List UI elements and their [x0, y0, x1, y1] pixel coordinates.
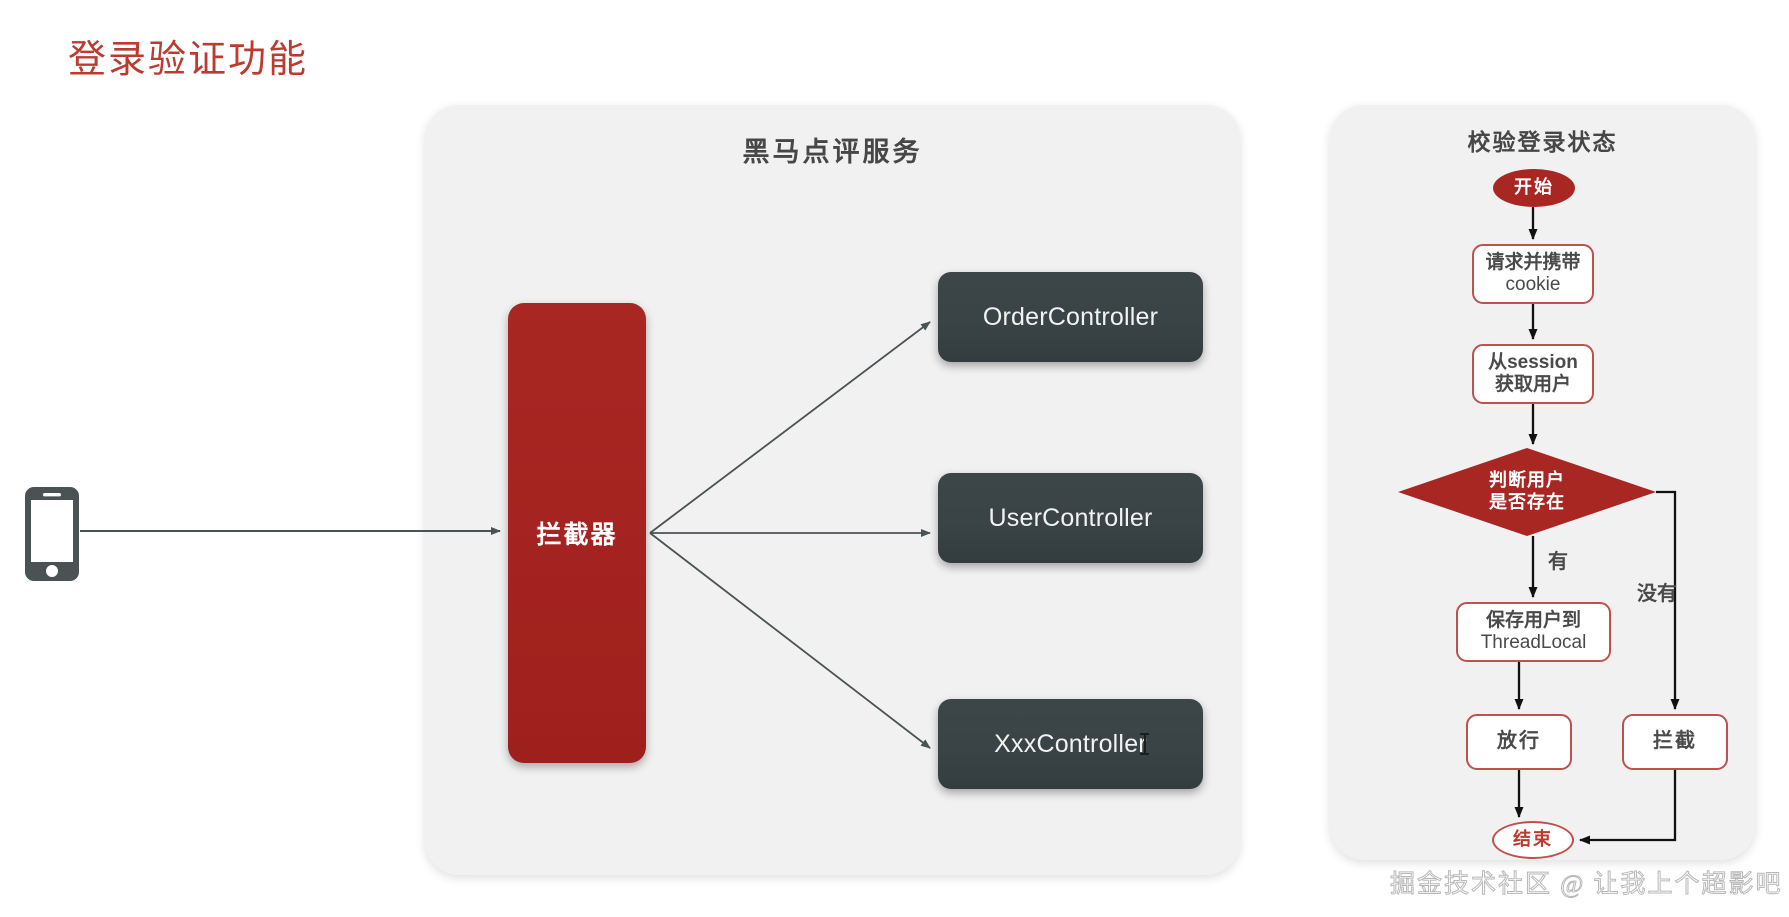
flow-node-request-line1: 请求并携带 [1485, 251, 1581, 273]
flow-node-save-line2: ThreadLocal [1480, 632, 1587, 653]
flow-node-end: 结束 [1492, 821, 1574, 859]
flow-node-pass-label: 放行 [1497, 730, 1541, 753]
flow-node-save: 保存用户到 ThreadLocal [1456, 602, 1611, 662]
flow-node-decision: 判断用户 是否存在 [1398, 448, 1656, 536]
flow-node-session-line2: 获取用户 [1494, 374, 1571, 395]
flow-panel-title: 校验登录状态 [1467, 129, 1618, 155]
flow-node-decision-line2: 是否存在 [1489, 492, 1565, 512]
flow-node-block: 拦截 [1622, 714, 1728, 770]
flow-node-end-label: 结束 [1513, 829, 1553, 850]
xxx-controller-text: XxxController [994, 729, 1147, 758]
flow-branch-label-no: 没有 [1637, 583, 1677, 605]
interceptor-label: 拦截器 [536, 521, 618, 549]
flow-node-session: 从session 获取用户 [1472, 344, 1594, 404]
order-controller-label: OrderController [982, 302, 1159, 331]
user-controller-label: UserController [988, 503, 1153, 532]
flow-node-start: 开始 [1493, 169, 1575, 207]
page-title: 登录验证功能 [68, 39, 309, 81]
flow-node-save-line1: 保存用户到 [1485, 609, 1581, 631]
order-controller-box: OrderController [938, 272, 1203, 362]
flow-node-pass: 放行 [1466, 714, 1572, 770]
smartphone-icon [25, 487, 79, 581]
flow-node-request-line2: cookie [1505, 274, 1561, 295]
flow-node-decision-line1: 判断用户 [1489, 470, 1565, 491]
xxx-controller-box: XxxController [938, 699, 1203, 789]
xxx-controller-label: XxxController [994, 729, 1149, 759]
flow-branch-label-yes: 有 [1548, 551, 1568, 573]
service-panel-title: 黑马点评服务 [742, 137, 923, 167]
user-controller-box: UserController [938, 473, 1203, 563]
flow-node-request: 请求并携带 cookie [1472, 244, 1594, 304]
flow-node-start-label: 开始 [1514, 177, 1554, 198]
flow-node-block-label: 拦截 [1653, 730, 1697, 753]
flow-node-session-line1: 从session [1488, 351, 1578, 373]
watermark: 掘金技术社区 @ 让我上个超影吧 [1390, 871, 1783, 899]
interceptor-block: 拦截器 [508, 303, 646, 763]
